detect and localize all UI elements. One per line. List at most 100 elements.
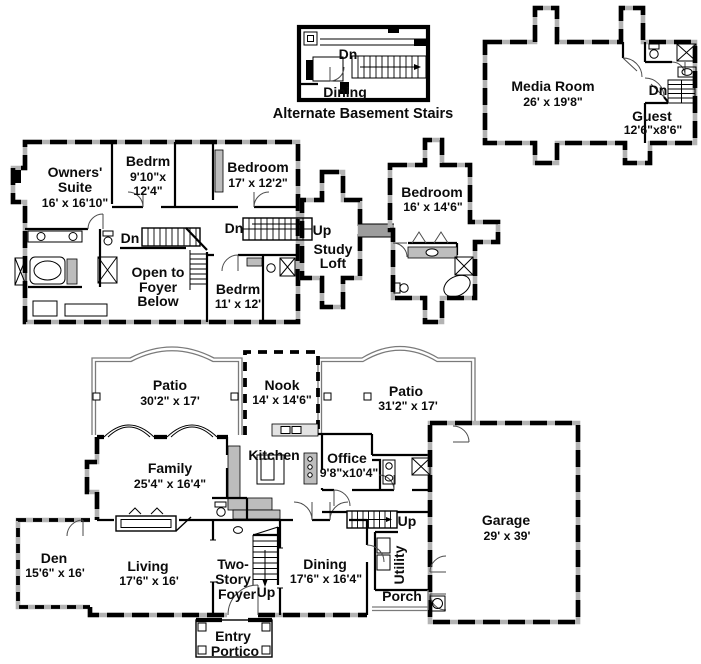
garage-label: Garage	[482, 512, 530, 528]
media-room-label: Media Room	[511, 78, 594, 94]
den-outline	[16, 518, 90, 609]
office-door	[333, 489, 351, 507]
svg-text:9'10"x: 9'10"x	[130, 170, 166, 184]
powder-toilet	[216, 507, 226, 517]
powder-room	[212, 496, 249, 534]
porch-rail	[372, 590, 429, 612]
utility-porch	[366, 530, 447, 612]
foyer-label: Two-	[217, 556, 249, 572]
kitchen-island	[256, 454, 285, 485]
inset-caption: Alternate Basement Stairs	[273, 106, 454, 122]
svg-text:31'2" x 17': 31'2" x 17'	[378, 399, 438, 413]
water-heater	[432, 598, 443, 609]
bedrm11-door	[221, 254, 239, 272]
bedroom16-toilet	[399, 283, 409, 293]
second-floor-plan: Owners' Suite 16' x 16'10" Bedrm 9'10"x …	[10, 137, 501, 325]
bedroom17-closet	[214, 149, 224, 193]
svg-text:30'2" x 17': 30'2" x 17'	[140, 394, 200, 408]
cased-opening-jambs	[210, 539, 283, 589]
patio-right	[317, 345, 476, 435]
bonus-stairs-dn	[667, 79, 696, 104]
owners-suite-door	[87, 213, 104, 230]
owners-suite-label: Owners'	[48, 164, 103, 180]
family-label: Family	[148, 460, 193, 476]
svg-text:17' x 12'2": 17' x 12'2"	[228, 176, 288, 190]
svg-text:Foyer: Foyer	[139, 279, 178, 295]
kitchen-fixtures	[227, 423, 319, 520]
inset-outline	[296, 24, 431, 103]
fireplace	[115, 507, 192, 532]
svg-text:12'4": 12'4"	[133, 184, 162, 198]
nook-outline	[243, 350, 320, 435]
guest-label: Guest	[632, 108, 672, 124]
svg-text:Story: Story	[215, 571, 251, 587]
back-doors	[429, 555, 447, 611]
owners-bath	[14, 230, 118, 317]
office-label: Office	[327, 450, 367, 466]
hall-bath-vanity	[382, 459, 396, 485]
study-loft-outline	[299, 169, 363, 310]
guest-bath-shower	[676, 43, 697, 62]
svg-text:Loft: Loft	[320, 255, 347, 271]
svg-text:15'6" x 16': 15'6" x 16'	[25, 566, 85, 580]
up-back-label: Up	[398, 513, 417, 529]
garage-outline	[427, 420, 581, 625]
guest-dims: 12'6"x8'6"	[624, 123, 683, 137]
portico-column	[261, 622, 271, 632]
guest-bath-sink	[681, 68, 693, 76]
bedrm-small-label: Bedrm	[126, 153, 170, 169]
alternate-basement-stairs-inset: Dn Dining Alternate Basement Stairs	[273, 24, 454, 122]
porch-label: Porch	[382, 588, 422, 604]
owners-tub	[29, 256, 66, 285]
closet-bifold-doors	[411, 231, 449, 244]
dn-center-label: Dn	[225, 220, 244, 236]
stairs-dn-left	[141, 227, 201, 247]
stairs-winder	[189, 250, 207, 290]
svg-text:17'6" x 16': 17'6" x 16'	[119, 574, 179, 588]
bonus-dn-label: Dn	[649, 82, 668, 98]
portico-column	[197, 645, 207, 655]
front-wall	[87, 607, 367, 618]
bedroom16-shower	[454, 256, 474, 276]
patio-left-label: Patio	[153, 377, 187, 393]
second-floor-left-outline	[10, 139, 301, 325]
utility-label: Utility	[391, 545, 407, 584]
svg-text:11' x 12': 11' x 12'	[215, 297, 261, 311]
portico-column	[197, 622, 207, 632]
hall-connector	[358, 224, 394, 237]
stairs-central	[242, 217, 313, 241]
portico-column	[261, 645, 271, 655]
first-floor-plan: Patio 30'2" x 17' Nook 14' x 14'6" Patio…	[15, 345, 581, 659]
svg-text:9'8"x10'4": 9'8"x10'4"	[320, 466, 379, 480]
svg-text:Foyer: Foyer	[218, 586, 257, 602]
guest-double-door	[622, 57, 665, 98]
inset-stairs	[351, 55, 427, 79]
hall-bath-toilet	[266, 263, 276, 273]
open-to-foyer-label: Open to	[132, 264, 185, 280]
bedroom17-label: Bedroom	[227, 159, 288, 175]
bedroom16-tub	[443, 274, 471, 298]
media-room-dims: 26' x 19'8"	[523, 95, 583, 109]
nook-label: Nook	[265, 377, 300, 393]
living-label: Living	[127, 558, 168, 574]
bedrm11-label: Bedrm	[216, 281, 260, 297]
patio-right-label: Patio	[389, 383, 423, 399]
svg-text:16' x 14'6": 16' x 14'6"	[403, 200, 463, 214]
foyer-stairs	[252, 526, 280, 587]
dining-label: Dining	[303, 556, 347, 572]
guest-bath-toilet	[649, 49, 659, 59]
dryer	[376, 554, 391, 571]
powder-sink	[233, 526, 243, 534]
svg-text:25'4" x 16'4": 25'4" x 16'4"	[134, 477, 206, 491]
entry-portico-label: Entry	[215, 628, 251, 644]
bonus-outline	[482, 5, 698, 166]
svg-text:14' x 14'6": 14' x 14'6"	[252, 393, 312, 407]
hall-closet	[411, 457, 431, 476]
svg-text:17'6" x 16'4": 17'6" x 16'4"	[290, 572, 362, 586]
den-label: Den	[41, 550, 67, 566]
bedroom16-label: Bedroom	[401, 184, 462, 200]
bedroom16-outline	[387, 137, 501, 325]
study-loft-label: Study	[314, 241, 353, 257]
family-bay-windows	[103, 424, 218, 438]
